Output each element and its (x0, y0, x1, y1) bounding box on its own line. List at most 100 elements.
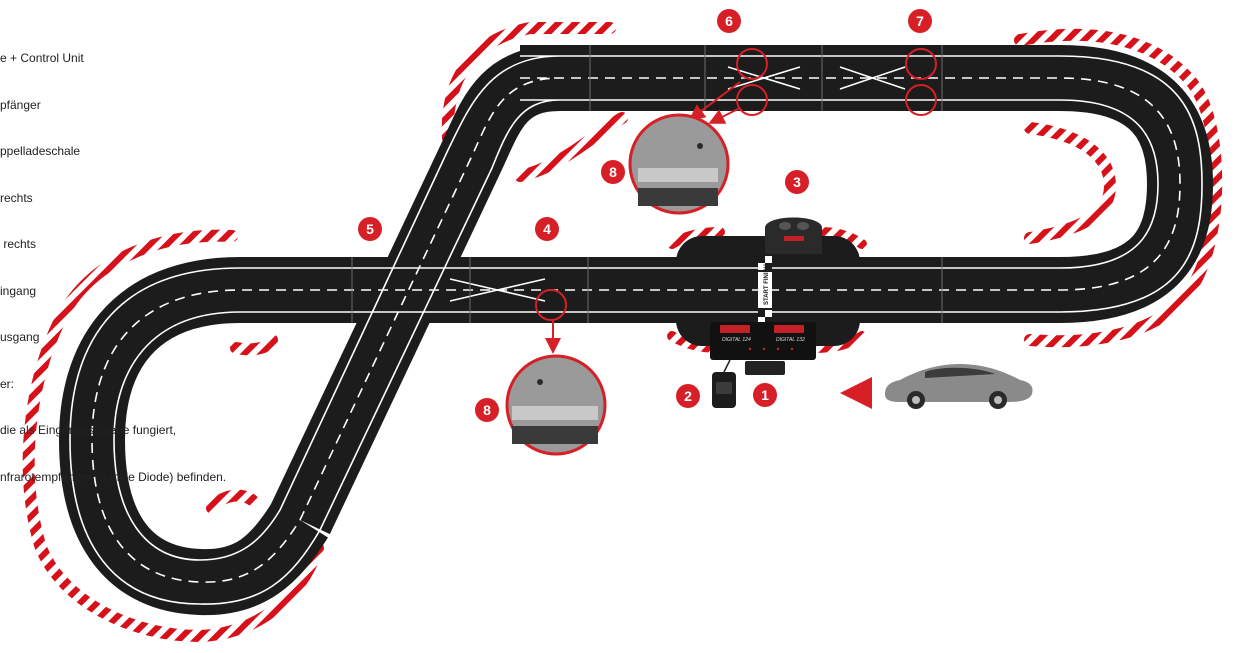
legend-line: pfänger (0, 97, 41, 112)
ring-lane-changer-4 (535, 289, 567, 321)
legend-line: ingang (0, 283, 37, 298)
legend-line: ppelladeschale (0, 144, 81, 158)
marker-5: 5 (358, 217, 382, 241)
detail-zoom-bottom (505, 354, 607, 456)
curb-center-bottom2 (810, 331, 867, 353)
number-markers: 1 2 3 4 5 6 7 8 (358, 9, 932, 422)
marker-3-label: 3 (793, 174, 801, 190)
marker-4-label: 4 (543, 221, 551, 237)
control-unit-logo-left (720, 325, 750, 333)
checker-top-square (758, 256, 765, 263)
lane-changer-4 (449, 278, 546, 302)
led (790, 347, 794, 351)
lane-changer-7 (839, 66, 906, 90)
legend-line: rechts (0, 190, 33, 205)
curb-right-inner (1024, 122, 1117, 244)
ring-lane-changer-7-bottom (905, 84, 937, 116)
detail-zoom-top-dark (638, 188, 718, 206)
marker-4: 4 (535, 217, 559, 241)
curb-top-left (441, 22, 616, 144)
start-finish-line: START FINISH (758, 256, 772, 324)
control-unit-bar (745, 361, 785, 375)
marker-5-label: 5 (366, 221, 374, 237)
curb-left-outer (22, 229, 324, 643)
marker-8-bottom-circle (475, 398, 499, 422)
car-window (925, 367, 995, 378)
marker-8-bottom-label: 8 (483, 402, 491, 418)
finish-label: START FINISH (764, 264, 770, 305)
arrow-detail-top-2 (708, 107, 741, 124)
led (748, 347, 752, 351)
legend-text: e + Control Unit pfänger ppelladeschale … (0, 20, 226, 501)
track-right-hairpin (1059, 45, 1213, 323)
checker-top-square (765, 263, 772, 270)
control-unit: DIGITAL 124 DIGITAL 132 (710, 322, 816, 375)
detail-zoom-bottom-rail (512, 406, 598, 420)
legend-line: e + Control Unit (0, 51, 84, 65)
curb-top-left-inner (514, 112, 628, 182)
marker-2-label: 2 (684, 388, 692, 404)
marker-1-label: 1 (761, 387, 769, 403)
detail-zoom-top-diode (697, 143, 703, 149)
marker-7-circle (908, 9, 932, 33)
tower-logo (784, 236, 804, 241)
unit-label-124: DIGITAL 124 (722, 337, 751, 343)
marker-8-top-label: 8 (609, 164, 617, 180)
car-wheel-front-hub (912, 396, 920, 404)
checker-bottom-square (765, 317, 772, 324)
legend-line: nfrarotempfänger (dunkle Diode) befinden… (0, 469, 227, 484)
ring-lane-changer-6-bottom (736, 84, 768, 116)
legend-line: usgang (0, 330, 40, 344)
curb-left-inner-top (230, 334, 278, 356)
ir-receiver-cable (723, 359, 731, 373)
marker-2: 2 (676, 384, 700, 408)
ring-lane-changer-6-top (736, 48, 768, 80)
track-diagonal (270, 45, 562, 535)
marker-8-top: 8 (601, 160, 625, 184)
control-unit-logo-right (774, 325, 804, 333)
curbs (22, 22, 1223, 643)
controller-slot-right (797, 222, 809, 230)
detail-zoom-bottom-diode (537, 379, 543, 385)
highlight-rings (535, 48, 937, 321)
checker-bottom-square (758, 310, 765, 317)
section-joints (351, 45, 943, 323)
detail-zoom-bottom-dark (512, 426, 598, 444)
detail-zoom-top-rail (638, 168, 718, 182)
finish-label-box (758, 272, 772, 308)
ir-receiver-face (716, 382, 732, 394)
legend-line: die als Eingangsschiene fungiert, (0, 423, 177, 437)
curb-right-outer (1014, 28, 1223, 348)
marker-2-circle (676, 384, 700, 408)
marker-3: 3 (785, 170, 809, 194)
marker-7-label: 7 (916, 13, 924, 29)
detail-zoom-top (628, 113, 730, 215)
curb-left-inner-bottom (206, 489, 258, 514)
car-wheel-rear-hub (994, 396, 1002, 404)
curb-center-top2 (815, 227, 867, 249)
marker-8-top-circle (601, 160, 625, 184)
curb-center-top (667, 227, 725, 249)
marker-5-circle (358, 217, 382, 241)
marker-8-bottom: 8 (475, 398, 499, 422)
lane-line-center (91, 77, 1181, 583)
controller-slot-left (779, 222, 791, 230)
marker-4-circle (535, 217, 559, 241)
lane-line (69, 99, 1159, 605)
lane-changer-6 (727, 66, 801, 90)
marker-3-circle (785, 170, 809, 194)
lane-lines (69, 55, 1203, 605)
marker-6-label: 6 (725, 13, 733, 29)
ir-receiver (712, 359, 736, 408)
legend-line: rechts (0, 237, 37, 251)
marker-1: 1 (753, 383, 777, 407)
arrow-detail-top (688, 81, 741, 121)
ring-lane-changer-7-top (905, 48, 937, 80)
led (776, 347, 780, 351)
lane-line (113, 55, 1203, 561)
led (762, 347, 766, 351)
pit-lane-tray (765, 217, 822, 254)
legend-line: er: (0, 376, 15, 391)
unit-label-132: DIGITAL 132 (776, 337, 805, 343)
marker-7: 7 (908, 9, 932, 33)
